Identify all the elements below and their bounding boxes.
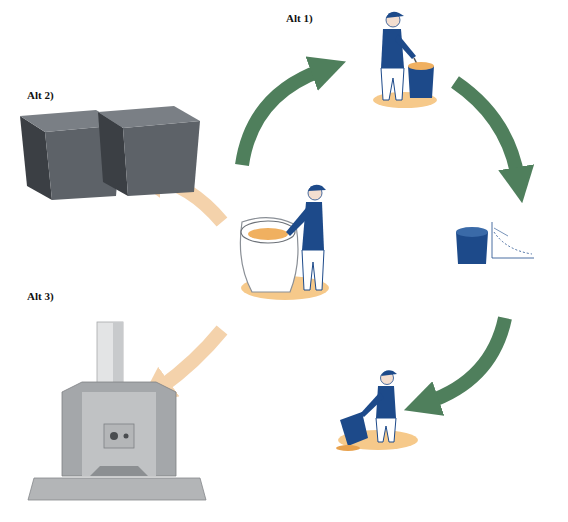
person-at-bucket xyxy=(373,12,437,108)
legs xyxy=(376,418,396,442)
bucket-with-chart xyxy=(456,222,534,264)
incinerator xyxy=(28,322,206,500)
vent-hole xyxy=(110,432,118,440)
stove-foot xyxy=(90,466,148,476)
alternative-label: Alt 3) xyxy=(27,290,54,302)
bag-content xyxy=(248,228,288,240)
bucket-top xyxy=(456,227,488,237)
alternative-label: Alt 1) xyxy=(286,12,313,24)
green-arrow xyxy=(428,318,505,402)
tilted-bucket xyxy=(340,412,368,446)
arm xyxy=(395,34,416,59)
person-with-bag xyxy=(240,185,329,300)
bucket xyxy=(408,66,434,98)
arm xyxy=(286,208,310,236)
arm xyxy=(360,392,384,417)
legs xyxy=(381,68,404,100)
cap xyxy=(308,185,326,191)
torso xyxy=(381,29,404,68)
base-plate xyxy=(28,478,206,500)
stove-body xyxy=(62,382,176,476)
bucket-top xyxy=(408,62,434,70)
container-lid xyxy=(98,106,200,128)
containers xyxy=(20,106,200,200)
chimney-shade xyxy=(113,322,123,386)
cap xyxy=(381,370,397,376)
vent-hole xyxy=(124,434,129,439)
spill xyxy=(336,445,360,451)
chart-axes xyxy=(492,222,534,258)
alternative-label: Alt 2) xyxy=(27,89,54,101)
chart-arrow xyxy=(494,228,508,236)
person-emptying-bucket xyxy=(336,370,418,451)
chart-curve xyxy=(494,232,532,254)
peach-arrow xyxy=(160,330,222,388)
stove-face xyxy=(82,392,156,476)
cap xyxy=(386,12,404,18)
green-arrow xyxy=(455,82,518,178)
green-arrow xyxy=(242,70,322,165)
stove-door xyxy=(104,424,134,448)
cycle-arrows xyxy=(152,70,518,402)
legs xyxy=(302,250,324,290)
container-front xyxy=(123,121,200,196)
chimney xyxy=(97,322,123,386)
